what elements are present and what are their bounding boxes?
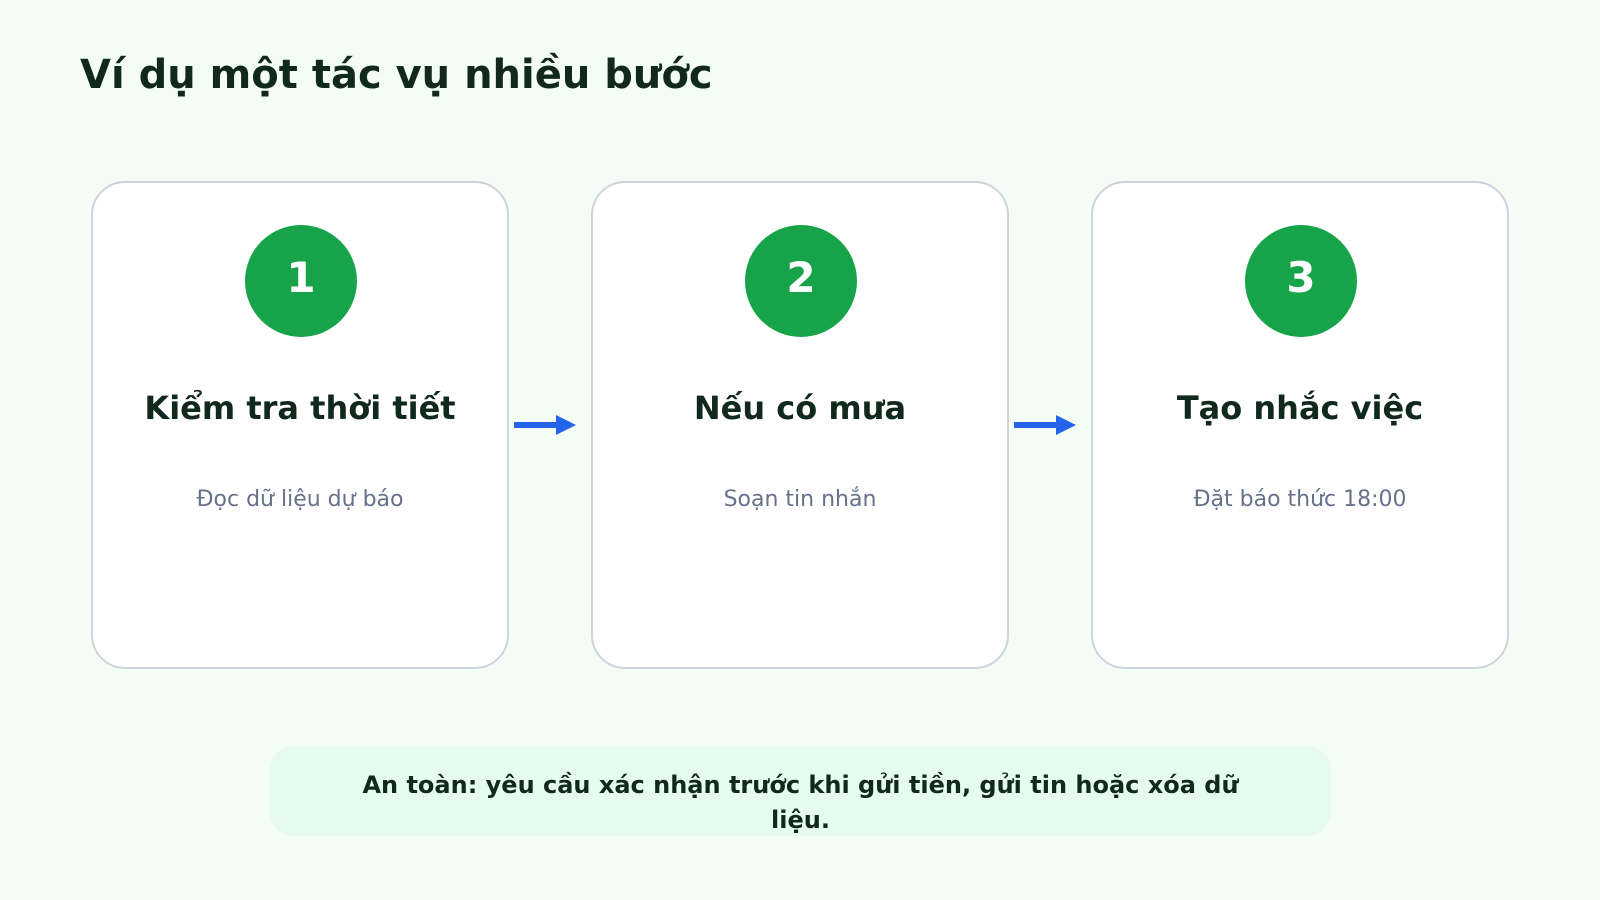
step-description: Đọc dữ liệu dự báo [196,487,404,512]
step-number-badge: 1 [245,225,357,337]
step-description: Soạn tin nhắn [723,487,877,512]
step-card-3: 3 Tạo nhắc việc Đặt báo thức 18:00 [1091,181,1509,669]
arrow-right-icon [514,415,576,435]
step-title: Nếu có mưa [693,389,907,427]
step-description: Đặt báo thức 18:00 [1193,487,1407,512]
step-number-badge: 3 [1245,225,1357,337]
step-title: Tạo nhắc việc [1176,389,1424,427]
step-title: Kiểm tra thời tiết [144,389,456,427]
page-title: Ví dụ một tác vụ nhiều bước [80,52,713,98]
step-card-1: 1 Kiểm tra thời tiết Đọc dữ liệu dự báo [91,181,509,669]
arrow-right-icon [1014,415,1076,435]
step-number-badge: 2 [745,225,857,337]
step-card-2: 2 Nếu có mưa Soạn tin nhắn [591,181,1009,669]
safety-note: An toàn: yêu cầu xác nhận trước khi gửi … [270,746,1331,836]
